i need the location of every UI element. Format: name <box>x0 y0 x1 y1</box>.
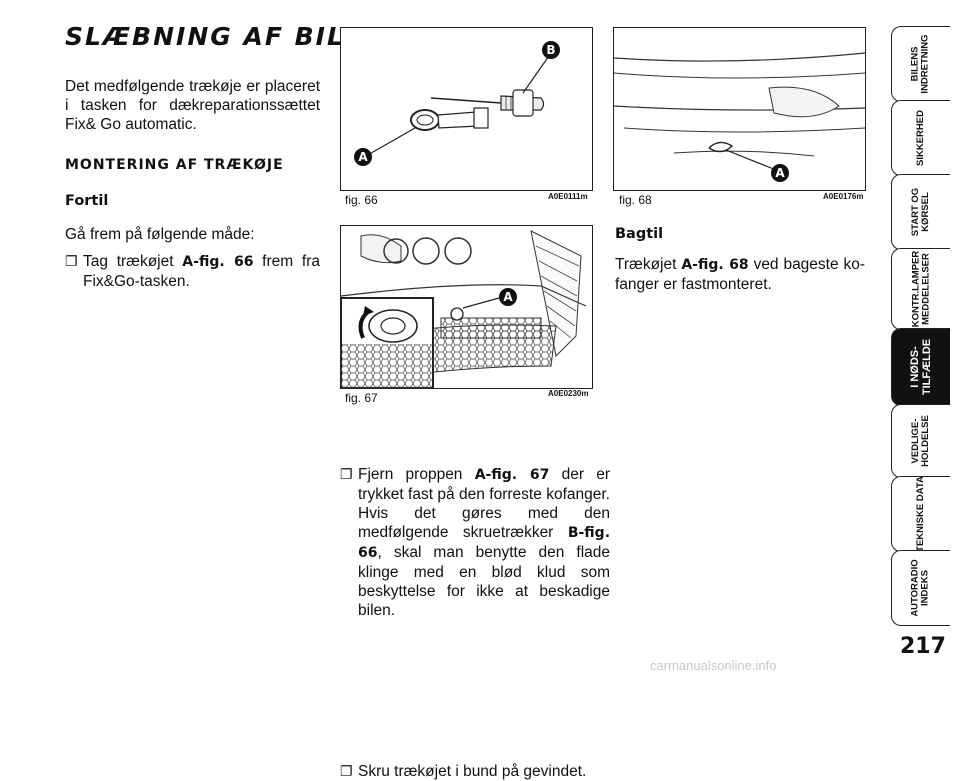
figure-66: A B <box>340 27 593 191</box>
callout-a: A <box>771 164 789 182</box>
tab-sikkerhed[interactable]: SIKKERHED <box>891 100 950 176</box>
front-bumper-illustration <box>341 230 587 388</box>
rear-bumper-illustration <box>614 52 865 171</box>
figure-68: A <box>613 27 866 191</box>
middle-bullet-2: ❐ Skru trækøjet i bund på gevindet. <box>340 763 587 780</box>
rear-heading: Bagtil <box>615 226 664 242</box>
tab-vedligeholdelse[interactable]: VEDLIGE-HOLDELSE <box>891 404 950 478</box>
figure-reference: B-fig. 66 <box>358 525 611 561</box>
front-lead: Gå frem på følgende måde: <box>65 226 255 243</box>
figure-code: A0E0111m <box>548 192 588 201</box>
rear-paragraph: Trækøjet A-fig. 68 ved bageste ko-fanger… <box>615 256 866 293</box>
figure-67: A <box>340 225 593 389</box>
tow-eye-screwdriver-illustration <box>365 52 552 157</box>
callout-b: B <box>542 41 560 59</box>
figure-reference: A-fig. 68 <box>681 257 749 273</box>
middle-bullet-1: ❐ Fjern proppen A-fig. 67 der er trykket… <box>340 466 611 619</box>
tab-tekniske-data[interactable]: TEKNISKE DATA <box>891 476 950 552</box>
figure-caption: fig. 68 <box>619 193 652 207</box>
intro-paragraph: Det medfølgende trækøje er placeret i ta… <box>65 78 320 133</box>
callout-a: A <box>499 288 517 306</box>
watermark: carmanualsonline.info <box>650 658 777 673</box>
callout-a: A <box>354 148 372 166</box>
figure-caption: fig. 67 <box>345 391 378 405</box>
figure-code: A0E0230m <box>548 389 589 398</box>
figure-code: A0E0176m <box>823 192 864 201</box>
page-number: 217 <box>900 634 946 659</box>
figure-reference: A-fig. 66 <box>182 254 254 270</box>
checkbox-bullet-icon: ❐ <box>340 466 353 482</box>
front-heading: Fortil <box>65 193 109 209</box>
checkbox-bullet-icon: ❐ <box>65 253 78 269</box>
front-bullet: ❐ Tag trækøjet A-fig. 66 frem fra Fix&Go… <box>65 253 320 290</box>
section-heading: MONTERING AF TRÆKØJE <box>65 157 284 173</box>
figure-caption: fig. 66 <box>345 193 378 207</box>
page-title: SLÆBNING AF BILEN <box>65 22 387 51</box>
tab-i-nodstilfaelde[interactable]: I NØDS-TILFÆLDE <box>891 328 950 406</box>
figure-reference: A-fig. 67 <box>474 467 550 483</box>
checkbox-bullet-icon: ❐ <box>340 763 353 779</box>
